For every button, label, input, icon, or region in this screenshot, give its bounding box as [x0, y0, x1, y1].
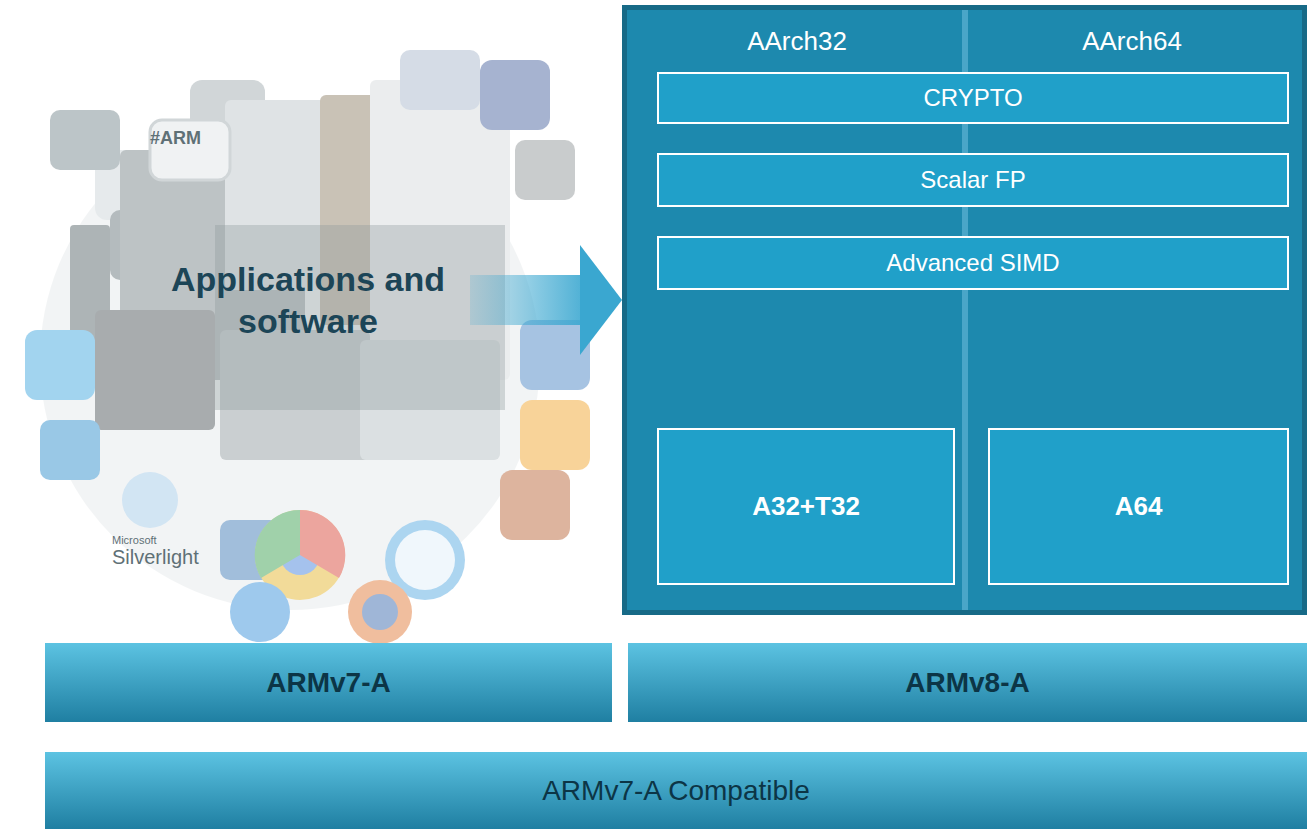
node-text: CRYPTO [923, 84, 1022, 113]
node-text: ARMv7-A [266, 666, 390, 700]
node-text: Advanced SIMD [886, 249, 1059, 278]
app-collage-icons [25, 50, 590, 644]
node-text: ARMv7-A Compatible [542, 774, 810, 808]
instruction-set-box: A32+T32 [657, 428, 955, 585]
architecture-bar: ARMv8-A [628, 643, 1307, 722]
compatibility-bar: ARMv7-A Compatible [45, 752, 1307, 829]
node-text: Scalar FP [920, 166, 1025, 195]
node-text: Applications and software [150, 258, 466, 343]
node-text: ARMv8-A [905, 666, 1029, 700]
feature-bar: Scalar FP [657, 153, 1289, 207]
architecture-panel: AArch32AArch64CRYPTO Scalar FP Advanced SI… [622, 5, 1307, 615]
icon-text: Microsoft [112, 534, 157, 546]
flow-arrow [470, 275, 582, 325]
icon-text: #ARM [150, 128, 201, 149]
column-heading: AArch64 [967, 26, 1297, 57]
icon-text: Silverlight [112, 546, 199, 569]
architecture-bar: ARMv7-A [45, 643, 612, 722]
collage-caption: Applications and software [150, 240, 466, 360]
node-text: A32+T32 [752, 491, 860, 522]
instruction-set-box: A64 [988, 428, 1289, 585]
feature-bar: Advanced SIMD [657, 236, 1289, 290]
column-heading: AArch32 [632, 26, 962, 57]
node-text: A64 [1115, 491, 1163, 522]
feature-bar: CRYPTO [657, 72, 1289, 124]
